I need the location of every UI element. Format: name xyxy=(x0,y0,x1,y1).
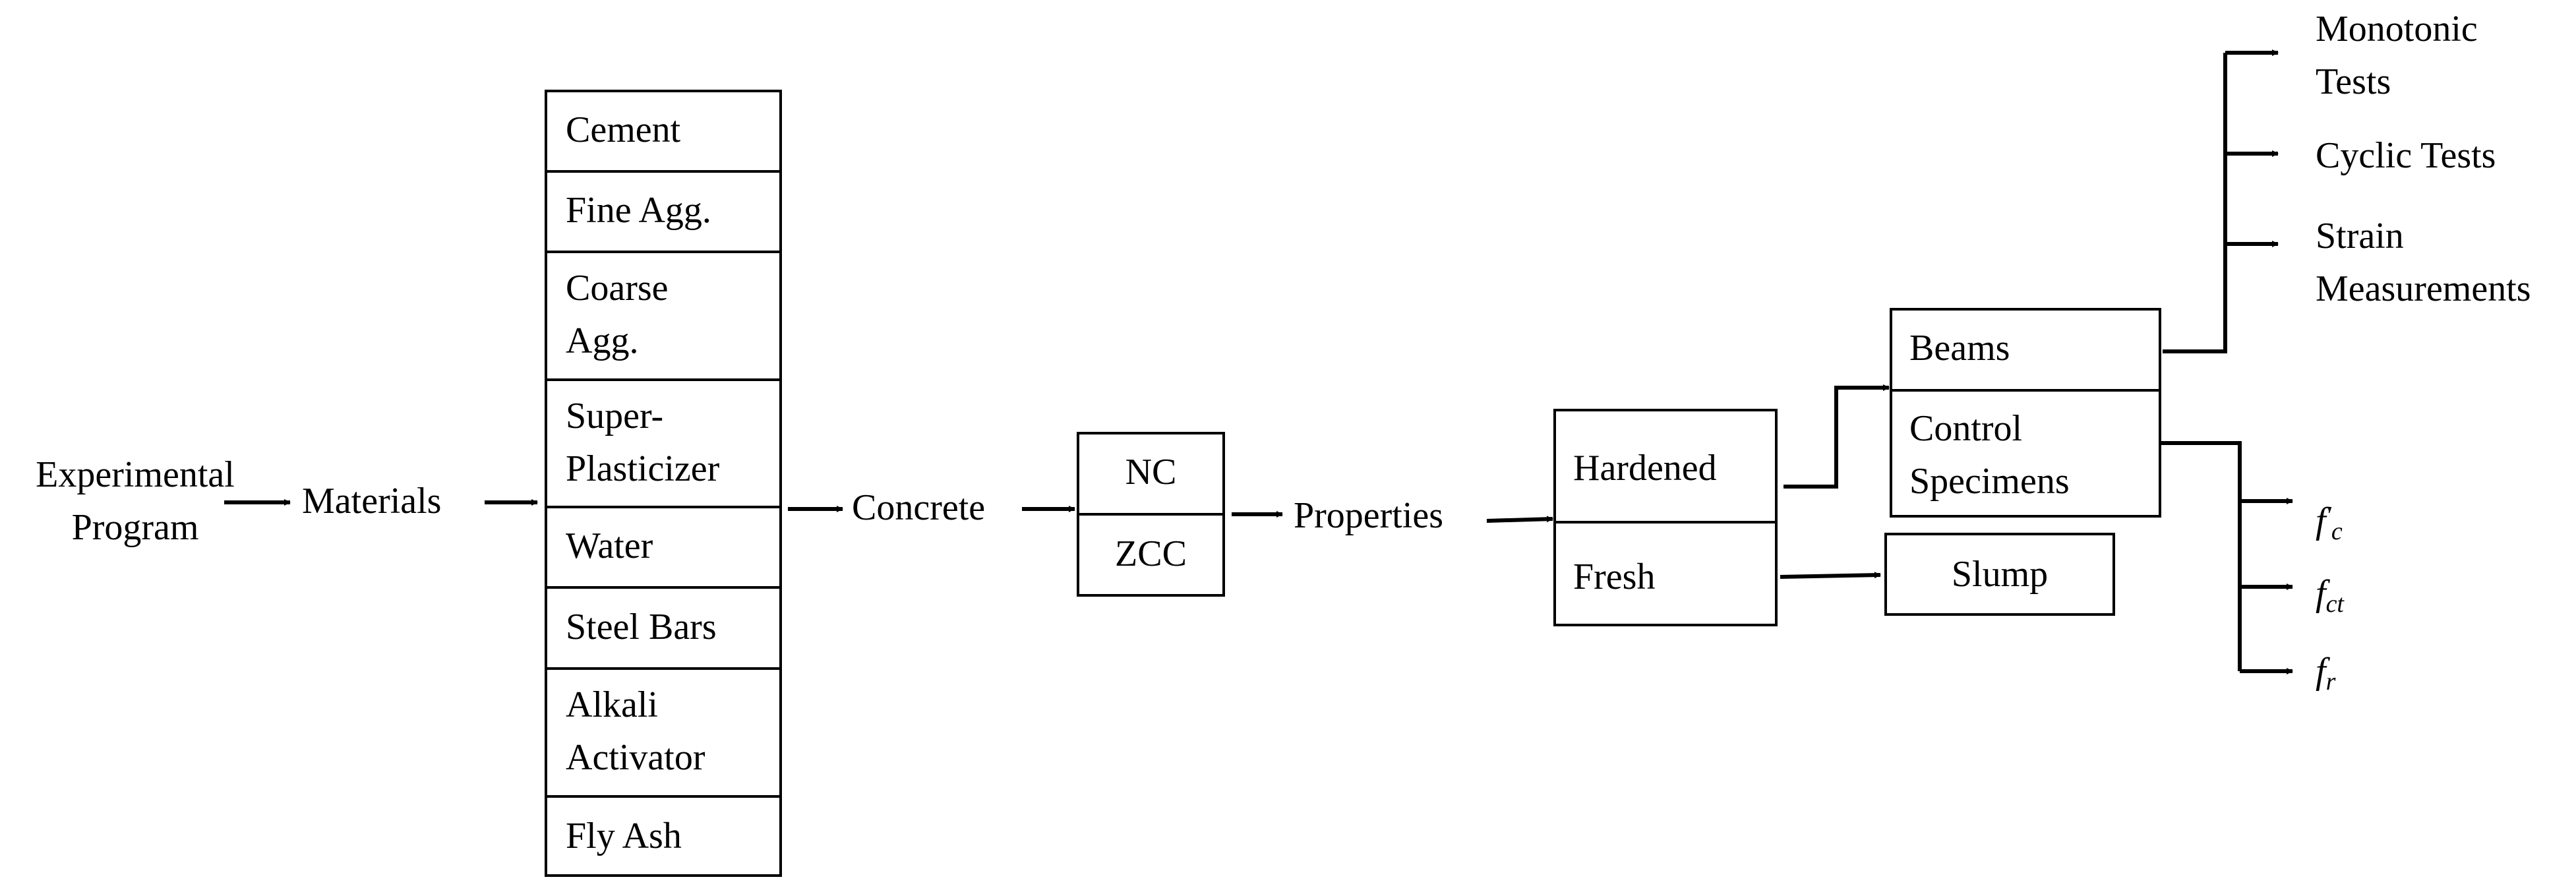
strain-line1: Strain xyxy=(2316,216,2404,256)
material-item-line: Fly Ash xyxy=(566,816,682,856)
control-specimens-line1: Control xyxy=(1909,408,2023,449)
fr-sub: r xyxy=(2325,668,2336,696)
properties-label: Properties xyxy=(1294,495,1444,536)
arrow-hardened-to-beams xyxy=(1783,384,1890,489)
material-item: Water xyxy=(566,520,653,572)
monotonic-line2: Tests xyxy=(2316,61,2391,102)
material-item-line: Agg. xyxy=(566,320,639,361)
monotonic-line1: Monotonic xyxy=(2316,9,2478,49)
material-item-line: Super- xyxy=(566,395,664,436)
materials-divider xyxy=(545,506,782,508)
slump-box xyxy=(1884,533,2115,616)
specimen-test-fct: fct xyxy=(2316,567,2344,630)
property-states-box xyxy=(1553,409,1778,626)
concrete-label: Concrete xyxy=(852,487,986,528)
experimental-program-line2: Program xyxy=(71,507,199,548)
hardened-tests-divider xyxy=(1890,389,2161,392)
hardened-tests-box xyxy=(1890,308,2161,518)
materials-divider xyxy=(545,378,782,381)
concrete-type-zcc: ZCC xyxy=(1115,533,1187,574)
concrete-type-divider xyxy=(1077,513,1225,516)
property-states-divider xyxy=(1553,521,1778,523)
beam-test-cyclic: Cyclic Tests xyxy=(2316,135,2496,176)
beam-tests-bus xyxy=(2163,53,2227,353)
arrow-fresh-to-slump xyxy=(1780,572,1881,579)
hardened-control-specimens: Control Specimens xyxy=(1909,402,2070,508)
specimen-test-fc: f′c xyxy=(2316,489,2343,558)
material-item-line: Alkali xyxy=(566,684,658,725)
materials-divider xyxy=(545,667,782,670)
material-item: Super- Plasticizer xyxy=(566,390,719,495)
materials-label: Materials xyxy=(302,481,442,522)
control-specimens-line2: Specimens xyxy=(1909,461,2070,502)
beam-test-monotonic: Monotonic Tests xyxy=(2316,3,2478,108)
material-item-line: Coarse xyxy=(566,268,669,309)
material-item-line: Fine Agg. xyxy=(566,190,711,231)
fc-base: f xyxy=(2316,500,2326,541)
material-item-line: Activator xyxy=(566,737,705,778)
material-item: Cement xyxy=(566,104,680,156)
materials-divider xyxy=(545,795,782,798)
materials-divider xyxy=(545,251,782,253)
fct-base: f xyxy=(2316,573,2326,614)
beam-test-strain: Strain Measurements xyxy=(2316,210,2531,315)
state-hardened: Hardened xyxy=(1573,448,1717,489)
material-item-line: Cement xyxy=(566,109,681,150)
slump-label: Slump xyxy=(1951,554,2049,595)
material-item: Fly Ash xyxy=(566,810,682,862)
material-item-line: Water xyxy=(566,525,653,566)
materials-divider xyxy=(545,170,782,173)
material-item-line: Steel Bars xyxy=(566,606,717,647)
fct-sub: ct xyxy=(2325,590,2344,618)
material-item: Steel Bars xyxy=(566,601,717,653)
specimen-test-fr: fr xyxy=(2316,645,2335,708)
specimen-tests-bus xyxy=(2159,441,2242,671)
fr-base: f xyxy=(2316,651,2326,692)
strain-line2: Measurements xyxy=(2316,268,2531,309)
arrow-properties-to-states xyxy=(1486,516,1553,523)
fc-sub: c xyxy=(2331,518,2343,545)
experimental-program-line1: Experimental xyxy=(36,454,235,495)
hardened-beams: Beams xyxy=(1909,328,2010,369)
concrete-type-nc: NC xyxy=(1125,452,1177,493)
materials-list xyxy=(545,90,782,877)
experimental-program-node: Experimental Program xyxy=(13,448,257,554)
materials-divider xyxy=(545,586,782,589)
material-item: Fine Agg. xyxy=(566,184,711,237)
state-fresh: Fresh xyxy=(1573,556,1656,597)
fc-prime: ′ xyxy=(2325,502,2331,529)
material-item-line: Plasticizer xyxy=(566,448,720,489)
